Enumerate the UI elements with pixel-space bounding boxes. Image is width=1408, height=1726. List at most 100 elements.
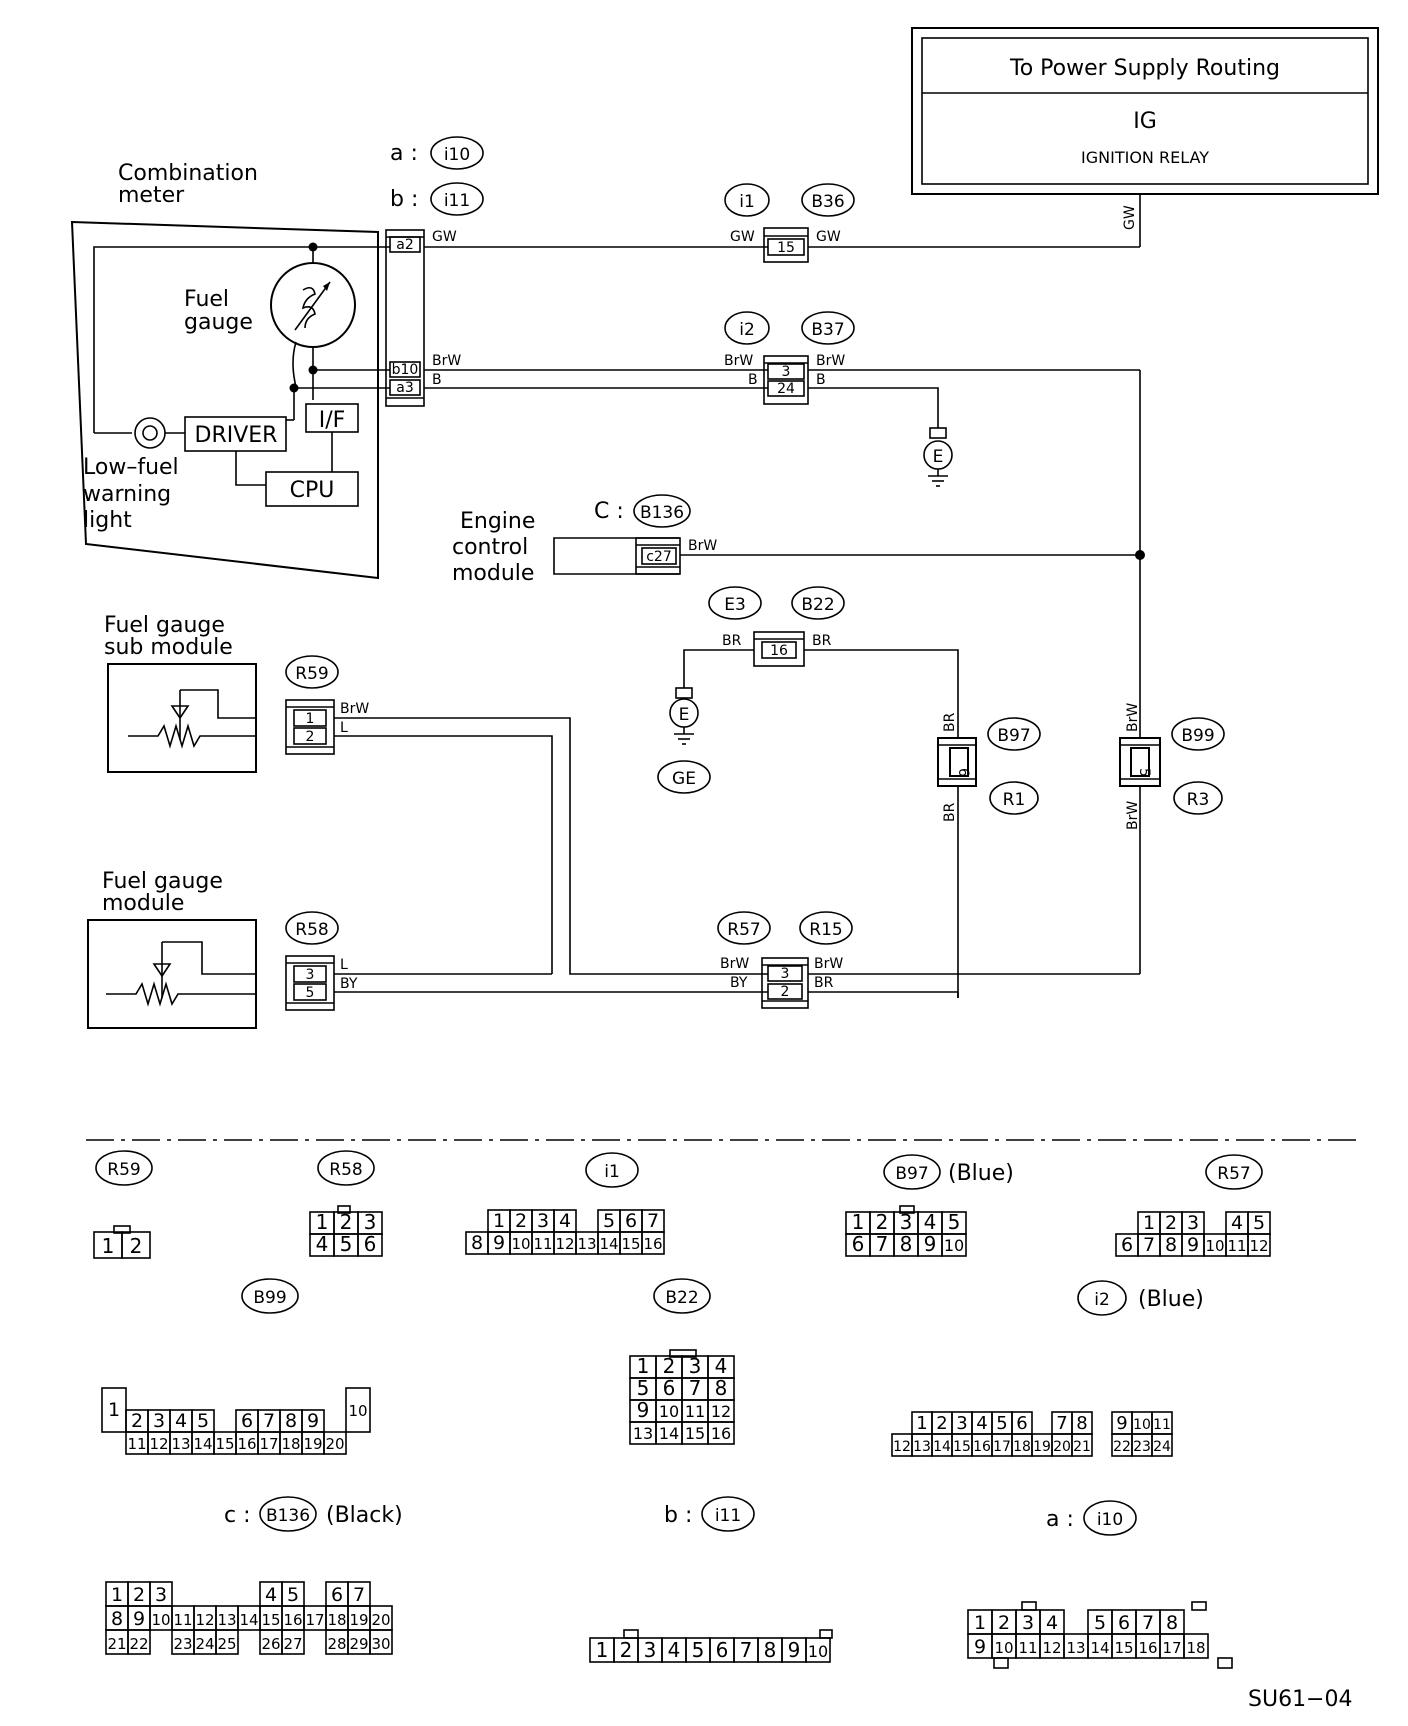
legend-pin-number: 5 [340, 1232, 353, 1256]
legend-pin-number: 8 [1076, 1413, 1087, 1434]
legend-pin-number: 19 [1033, 1439, 1051, 1455]
legend-pin-number: 17 [305, 1611, 324, 1629]
conn-b99: B99 [1181, 726, 1214, 746]
wire-brw-1: BrW [432, 353, 461, 369]
fuel-gauge-label-1: Fuel [184, 287, 229, 312]
legend-pin-number: 12 [149, 1435, 168, 1453]
diagram-code: SU61−04 [1248, 1687, 1353, 1712]
conn-ref-c-id: B136 [640, 503, 684, 523]
legend-pin-number: 2 [515, 1210, 527, 1232]
legend-pin-cell [357, 1233, 383, 1257]
if-label: I/F [319, 408, 346, 433]
legend-pin-number: 6 [625, 1210, 637, 1232]
legend-pin-number: 25 [217, 1635, 236, 1653]
legend-connector-tab [337, 1205, 351, 1214]
legend-pin-number: 10 [659, 1402, 679, 1421]
legend-pin-number: 4 [559, 1210, 571, 1232]
conn-ref-c-prefix: C : [594, 499, 624, 524]
legend-pin-number: 17 [259, 1435, 278, 1453]
pin-5: 5 [1136, 768, 1152, 777]
wire-brw-2: BrW [724, 353, 753, 369]
legend-pin-number: 22 [129, 1635, 148, 1653]
legend-pin-number: 16 [643, 1235, 662, 1253]
legend-pin-number: 18 [1013, 1439, 1031, 1455]
legend-pin-number: 13 [913, 1439, 931, 1455]
legend-pin-number: 1 [637, 1354, 650, 1378]
power-box-title: To Power Supply Routing [1009, 56, 1280, 81]
legend-pin-number: 7 [740, 1638, 753, 1662]
legend-pin-number: 5 [197, 1410, 209, 1432]
legend-pin-number: 11 [173, 1611, 192, 1629]
legend-pin-number: 6 [1121, 1234, 1133, 1256]
wire-br-4: BR [942, 802, 958, 822]
legend-pin-number: 7 [1143, 1234, 1155, 1256]
conn-r59: R59 [295, 664, 328, 684]
legend-pin-number: 6 [241, 1410, 253, 1432]
legend-connector-tab [1191, 1601, 1207, 1611]
pin-b10: b10 [392, 362, 419, 378]
legend-pin-number: 5 [1253, 1212, 1265, 1234]
pin-c27: c27 [646, 549, 672, 565]
legend-pin-number: 15 [621, 1235, 640, 1253]
power-box-ig: IG [1133, 109, 1157, 134]
legend-pin-number: 15 [953, 1439, 971, 1455]
legend-pin-number: 28 [327, 1635, 346, 1653]
wire-gw-3: GW [816, 229, 841, 245]
legend-pin-number: 5 [948, 1210, 961, 1234]
wire-brw-ecm: BrW [688, 538, 717, 554]
wire-gw-2: GW [730, 229, 755, 245]
legend-connector-tab [669, 1349, 697, 1358]
legend-pin-cell [121, 1231, 151, 1259]
wire-by-mod: BY [340, 976, 358, 992]
legend-pin-number: 2 [876, 1210, 889, 1234]
wire-by-r57-l: BY [730, 975, 748, 991]
legend-pin-number: 7 [1142, 1612, 1154, 1634]
legend-pin-number: 13 [577, 1235, 596, 1253]
ecm-label-1: Engine [460, 509, 535, 534]
legend-pin-number: 2 [133, 1584, 145, 1606]
low-fuel-label-1: Low–fuel [83, 455, 179, 480]
wire-gw-4: GW [1122, 205, 1138, 230]
legend-pin-cell [805, 1637, 831, 1663]
sub-module-label-2: sub module [104, 635, 233, 660]
legend-pin-number: 10 [1205, 1237, 1224, 1255]
low-fuel-lamp [134, 417, 166, 449]
legend-pin-number: 1 [916, 1413, 927, 1434]
legend-pin-number: 14 [193, 1435, 212, 1453]
legend-pin-number: 3 [900, 1210, 913, 1234]
wire-l-sub: L [340, 720, 348, 736]
legend-pin-number: 2 [1165, 1212, 1177, 1234]
legend-pin-number: 10 [1133, 1417, 1151, 1433]
legend-pin-number: 7 [353, 1584, 365, 1606]
legend-pin-number: 13 [217, 1611, 236, 1629]
legend-pin-number: 13 [1066, 1639, 1085, 1657]
r59-pin-2: 2 [306, 729, 315, 745]
legend-pin-number: 5 [692, 1638, 705, 1662]
r58-pin-3: 3 [306, 967, 315, 983]
legend-pin-number: 6 [852, 1232, 865, 1256]
legend-b136-prefix: c : [224, 1503, 251, 1528]
legend-pin-number: 8 [764, 1638, 777, 1662]
legend-pin-cell [941, 1233, 967, 1257]
legend-b97-color: (Blue) [948, 1161, 1014, 1186]
conn-r57: R57 [727, 920, 760, 940]
legend-b136-color: (Black) [326, 1503, 403, 1528]
legend-pin-number: 3 [644, 1638, 657, 1662]
conn-b22: B22 [801, 595, 834, 615]
legend-i2-id: i2 [1094, 1290, 1110, 1310]
legend-pin-number: 9 [788, 1638, 801, 1662]
legend-r59-id: R59 [107, 1160, 140, 1180]
legend-r57-id: R57 [1217, 1164, 1250, 1184]
brw-b-circuit: BrW B i2 B37 BrW B 3 24 BrW B E [424, 311, 1145, 974]
legend-pin-number: 27 [283, 1635, 302, 1653]
ground-circuit: E3 B22 16 BR E GE BR [657, 586, 959, 998]
legend-pin-number: 3 [364, 1210, 377, 1234]
legend-pin-number: 3 [1022, 1612, 1034, 1634]
conn-r58: R58 [295, 920, 328, 940]
legend-b22-id: B22 [665, 1288, 698, 1308]
legend-pin-number: 8 [715, 1376, 728, 1400]
